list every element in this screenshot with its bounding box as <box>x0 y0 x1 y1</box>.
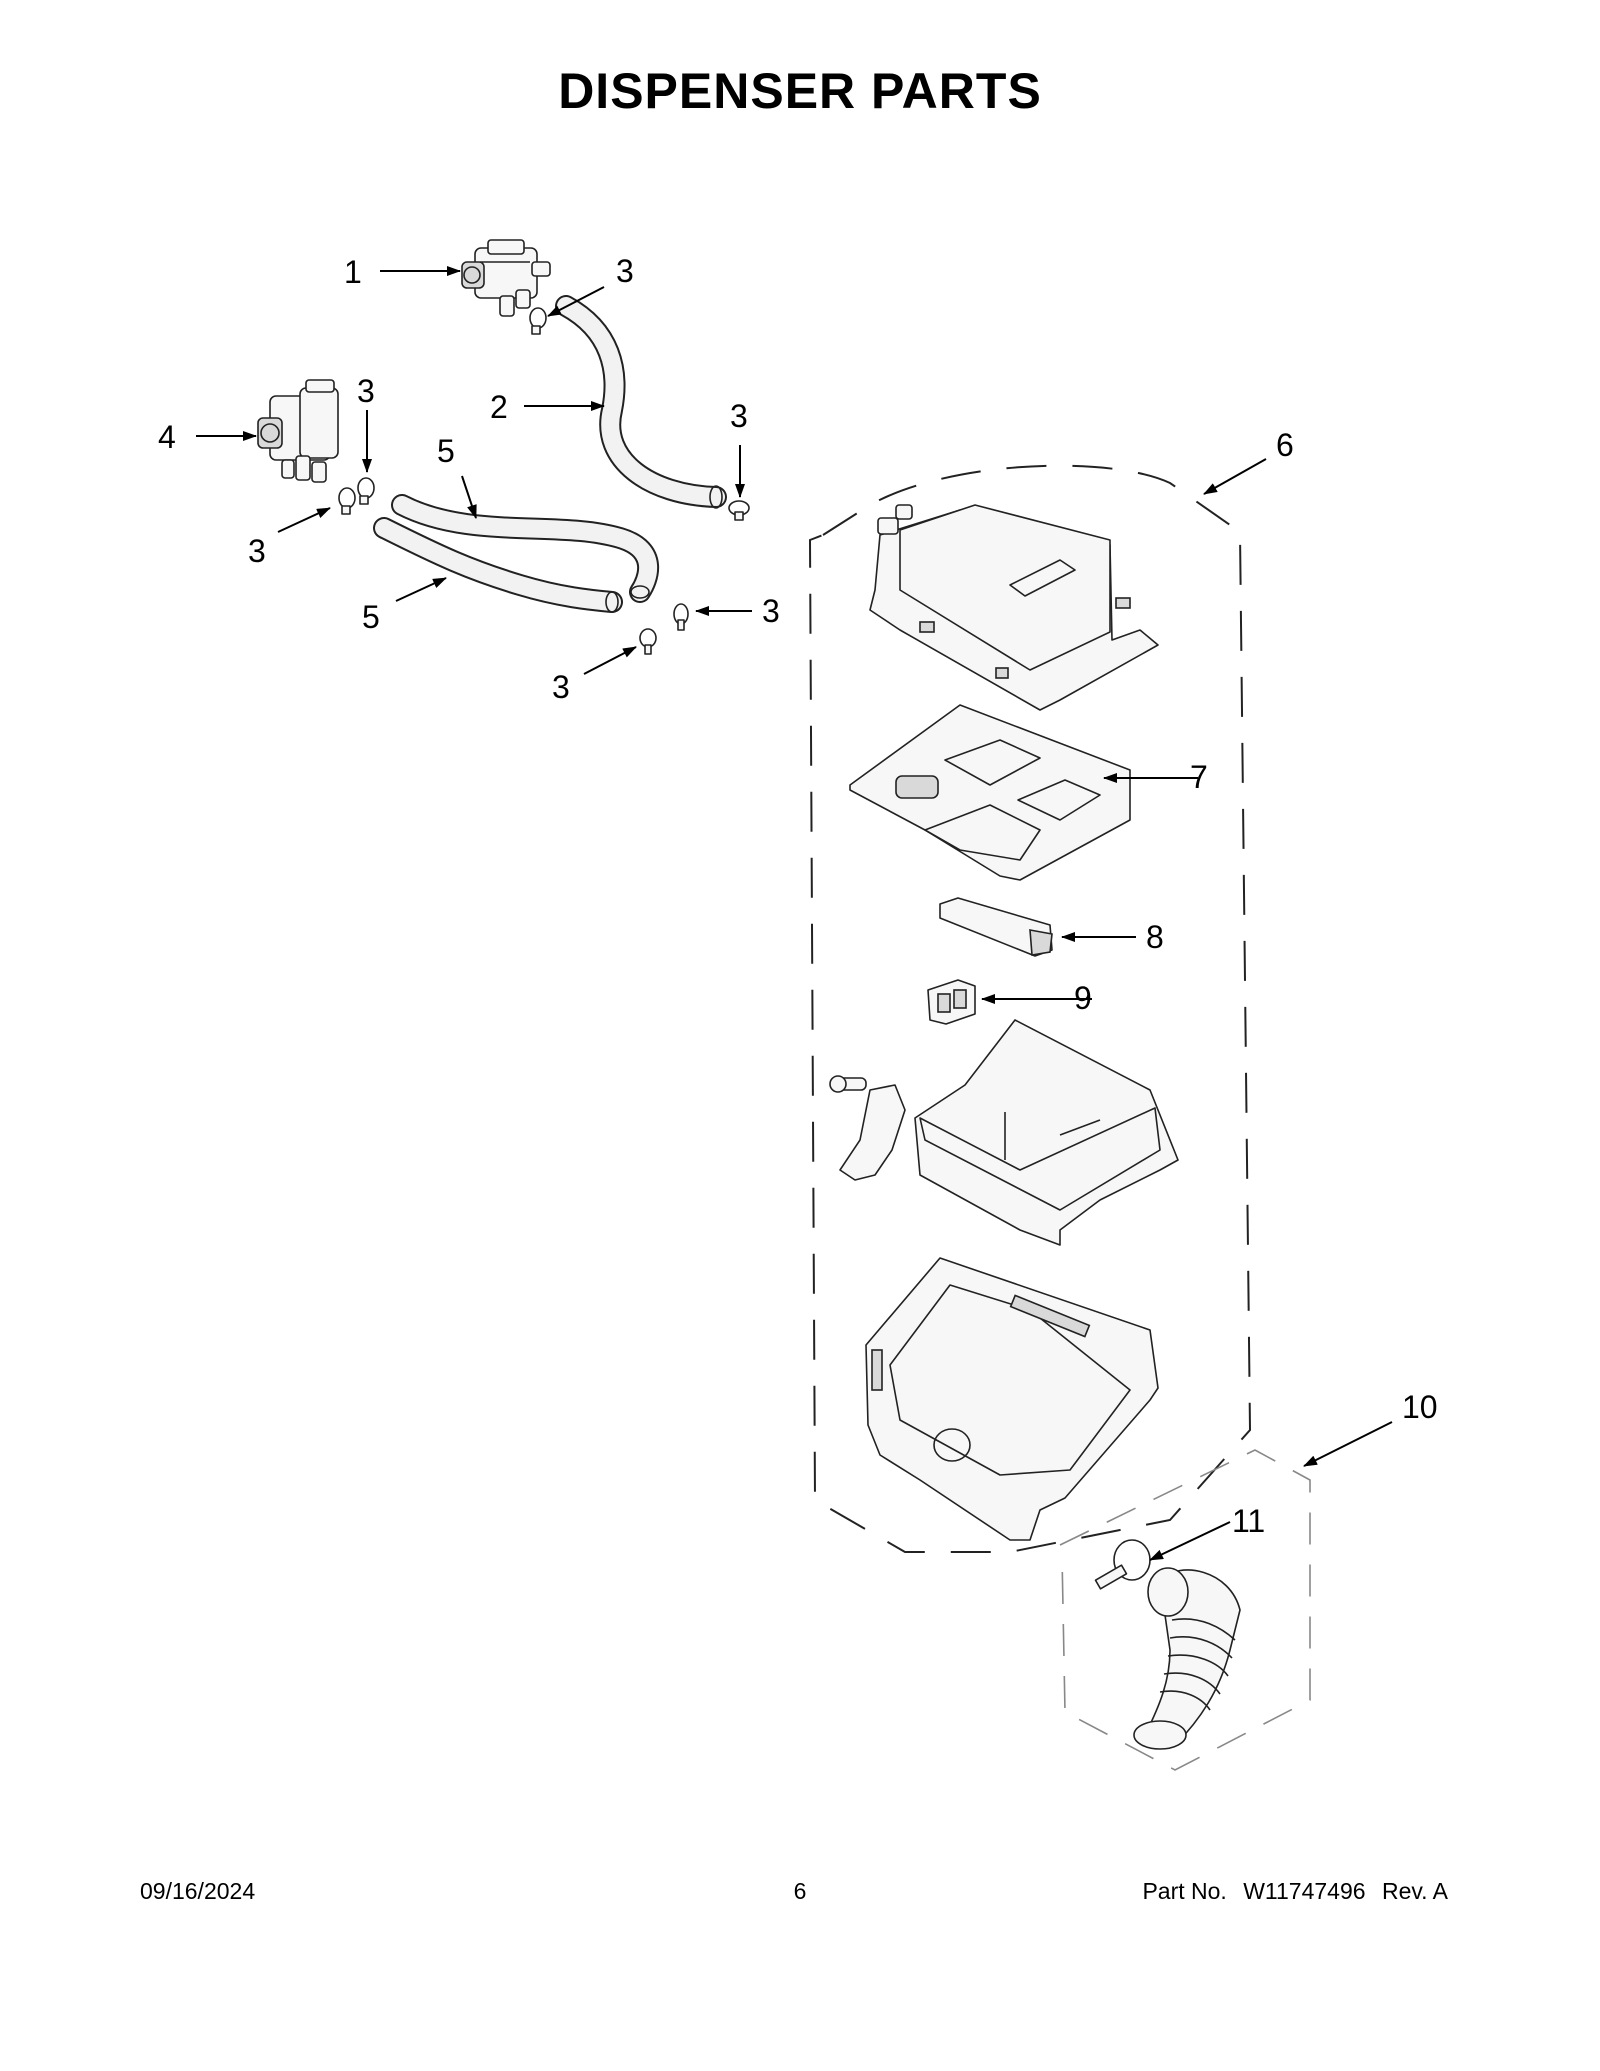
callout-4: 4 <box>158 419 176 455</box>
footer-date: 09/16/2024 <box>140 1878 256 1904</box>
part-no-label: Part No. <box>1142 1878 1227 1904</box>
callout-3: 3 <box>552 669 570 705</box>
hose-clamp-part-3 <box>338 307 750 655</box>
callout-arrows <box>196 266 1393 1561</box>
dispenser-drawer <box>829 1019 1179 1246</box>
callout-3: 3 <box>357 373 375 409</box>
callout-6: 6 <box>1276 427 1294 463</box>
part-no-value: W11747496 <box>1243 1878 1366 1904</box>
footer-page-number: 6 <box>793 1878 807 1904</box>
callout-3: 3 <box>616 253 634 289</box>
footer-part-number: Part No. W11747496 Rev. A <box>1132 1878 1448 1905</box>
callout-10: 10 <box>1402 1389 1438 1425</box>
callout-3: 3 <box>730 398 748 434</box>
dispenser-housing <box>865 1257 1159 1541</box>
water-valve-part-1 <box>461 239 551 317</box>
siphon-cap-part-8 <box>939 897 1053 957</box>
dispenser-assembly-outline-part-6 <box>808 464 1252 1553</box>
hose-part-2 <box>555 295 727 509</box>
callout-labels: 1 2 3 3 3 3 3 3 3 4 5 5 6 7 8 9 10 11 <box>158 253 1438 1539</box>
page-title: DISPENSER PARTS <box>558 63 1042 119</box>
callout-3: 3 <box>762 593 780 629</box>
hose-part-5 <box>373 494 659 613</box>
revision: Rev. A <box>1381 1878 1448 1904</box>
dispenser-tray-part-7 <box>849 704 1131 881</box>
water-valve-part-4 <box>257 379 339 483</box>
bellows-hose <box>1133 1567 1241 1750</box>
callout-5: 5 <box>437 433 455 469</box>
clamp-part-11 <box>1094 1539 1151 1590</box>
callout-1: 1 <box>344 254 362 290</box>
callout-9: 9 <box>1074 980 1092 1016</box>
callout-11: 11 <box>1232 1503 1265 1539</box>
callout-7: 7 <box>1190 759 1208 795</box>
dispenser-cover <box>869 504 1159 711</box>
callout-3: 3 <box>248 533 266 569</box>
callout-5: 5 <box>362 599 380 635</box>
callout-2: 2 <box>490 389 508 425</box>
bellows-group-outline-part-10 <box>1059 1449 1311 1771</box>
clip-part-9 <box>927 979 976 1025</box>
callout-8: 8 <box>1146 919 1164 955</box>
